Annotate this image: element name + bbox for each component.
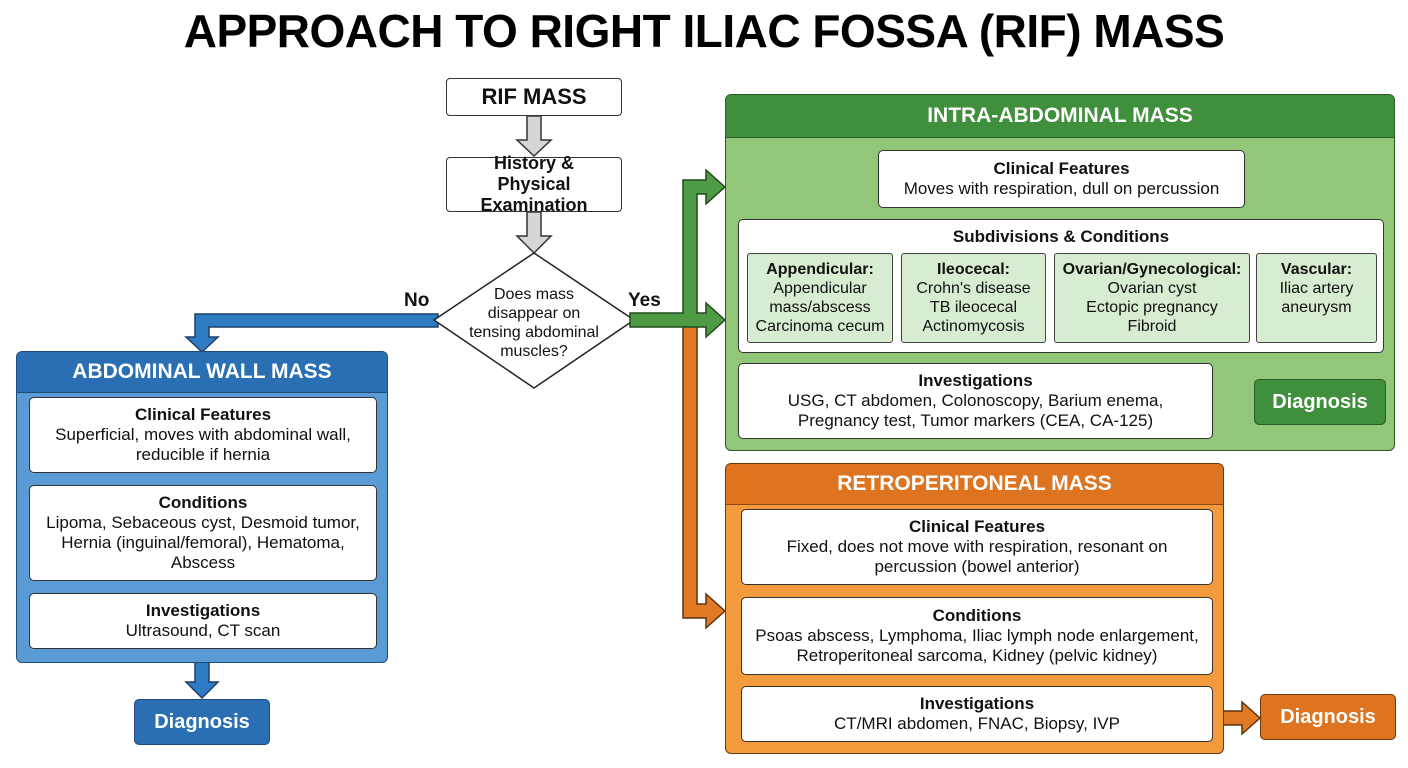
abdominal-wall-investigations-card: Investigations Ultrasound, CT scan <box>29 593 377 649</box>
decision-diamond <box>432 252 636 389</box>
start-label: RIF MASS <box>481 84 587 109</box>
subdivision-line: Iliac artery <box>1279 280 1354 297</box>
subdivision-ileocecal: Ileocecal: Crohn's disease TB ileocecal … <box>901 253 1046 343</box>
retroperitoneal-diagnosis-box: Diagnosis <box>1260 694 1396 740</box>
retroperitoneal-panel: RETROPERITONEAL MASS Clinical Features F… <box>725 463 1224 754</box>
abdominal-wall-clinical-card: Clinical Features Superficial, moves wit… <box>29 397 377 473</box>
intra-abdominal-investigations-card: Investigations USG, CT abdomen, Colonosc… <box>738 363 1213 439</box>
retroperitoneal-header: RETROPERITONEAL MASS <box>726 464 1223 505</box>
card-text: USG, CT abdomen, Colonoscopy, Barium ene… <box>787 391 1164 430</box>
intra-abdominal-header: INTRA-ABDOMINAL MASS <box>726 95 1394 138</box>
card-text: Psoas abscess, Lymphoma, Iliac lymph nod… <box>755 626 1199 665</box>
subdivisions-title: Subdivisions & Conditions <box>952 227 1170 246</box>
subdivision-name: Ileocecal: <box>937 261 1010 278</box>
page-title: APPROACH TO RIGHT ILIAC FOSSA (RIF) MASS <box>183 5 1225 57</box>
card-text: Fixed, does not move with respiration, r… <box>786 537 1168 576</box>
history-box: History & Physical Examination <box>446 153 622 215</box>
subdivision-name: Appendicular: <box>766 261 874 278</box>
subdivision-line: TB ileocecal <box>929 299 1018 316</box>
subdivision-vascular: Vascular: Iliac artery aneurysm <box>1256 253 1377 343</box>
subdivision-line: Carcinoma cecum <box>755 318 885 335</box>
card-text: Lipoma, Sebaceous cyst, Desmoid tumor, H… <box>46 513 360 572</box>
subdivision-line: Crohn's disease <box>916 280 1031 297</box>
card-title: Investigations <box>919 694 1035 713</box>
retroperitoneal-conditions-card: Conditions Psoas abscess, Lymphoma, Ilia… <box>741 597 1213 675</box>
abdominal-wall-header: ABDOMINAL WALL MASS <box>17 352 387 393</box>
card-text: Moves with respiration, dull on percussi… <box>903 179 1220 198</box>
arrow-start-to-history <box>515 115 553 158</box>
subdivision-line: Appendicular <box>773 280 867 297</box>
subdivision-name: Vascular: <box>1280 261 1353 278</box>
start-box: RIF MASS <box>446 78 622 116</box>
subdivision-line: Ovarian cyst <box>1107 280 1197 297</box>
retroperitoneal-investigations-card: Investigations CT/MRI abdomen, FNAC, Bio… <box>741 686 1213 742</box>
decision-text: Does mass disappear on tensing abdominal… <box>469 286 599 360</box>
intra-abdominal-clinical-card: Clinical Features Moves with respiration… <box>878 150 1245 208</box>
subdivision-ovarian-gynecological: Ovarian/Gynecological: Ovarian cyst Ecto… <box>1054 253 1250 343</box>
abdominal-wall-conditions-card: Conditions Lipoma, Sebaceous cyst, Desmo… <box>29 485 377 581</box>
abdominal-wall-diagnosis-box: Diagnosis <box>134 699 270 745</box>
intra-abdominal-panel: INTRA-ABDOMINAL MASS Clinical Features M… <box>725 94 1395 451</box>
arrow-yes-to-intra-abdominal <box>629 168 727 339</box>
card-title: Conditions <box>158 493 248 512</box>
abdominal-wall-panel: ABDOMINAL WALL MASS Clinical Features Su… <box>16 351 388 663</box>
card-text: Ultrasound, CT scan <box>125 621 281 640</box>
arrow-history-to-decision <box>515 211 553 255</box>
card-title: Clinical Features <box>134 405 272 424</box>
arrow-no-to-abdominal-wall <box>184 313 439 354</box>
retroperitoneal-clinical-card: Clinical Features Fixed, does not move w… <box>741 509 1213 585</box>
arrow-yes-to-retroperitoneal <box>682 325 727 630</box>
intra-abdominal-subdivisions-card: Subdivisions & Conditions Appendicular: … <box>738 219 1384 353</box>
card-title: Clinical Features <box>993 159 1130 178</box>
subdivision-line: aneurysm <box>1281 299 1352 316</box>
yes-label: Yes <box>628 290 661 311</box>
card-title: Clinical Features <box>908 517 1046 536</box>
subdivision-line: Ectopic pregnancy <box>1086 299 1218 316</box>
card-title: Investigations <box>918 371 1033 390</box>
card-title: Conditions <box>932 606 1022 625</box>
card-text: Superficial, moves with abdominal wall, … <box>55 425 351 464</box>
subdivision-line: Fibroid <box>1127 318 1177 335</box>
subdivision-name: Ovarian/Gynecological: <box>1062 261 1242 278</box>
intra-abdominal-diagnosis-box: Diagnosis <box>1254 379 1386 425</box>
no-label: No <box>404 290 430 311</box>
card-text: CT/MRI abdomen, FNAC, Biopsy, IVP <box>834 714 1120 733</box>
card-title: Investigations <box>145 601 261 620</box>
subdivision-line: mass/abscess <box>769 299 871 316</box>
subdivision-appendicular: Appendicular: Appendicular mass/abscess … <box>747 253 893 343</box>
subdivision-line: Actinomycosis <box>922 318 1025 335</box>
history-label: History & Physical Examination <box>480 153 588 215</box>
